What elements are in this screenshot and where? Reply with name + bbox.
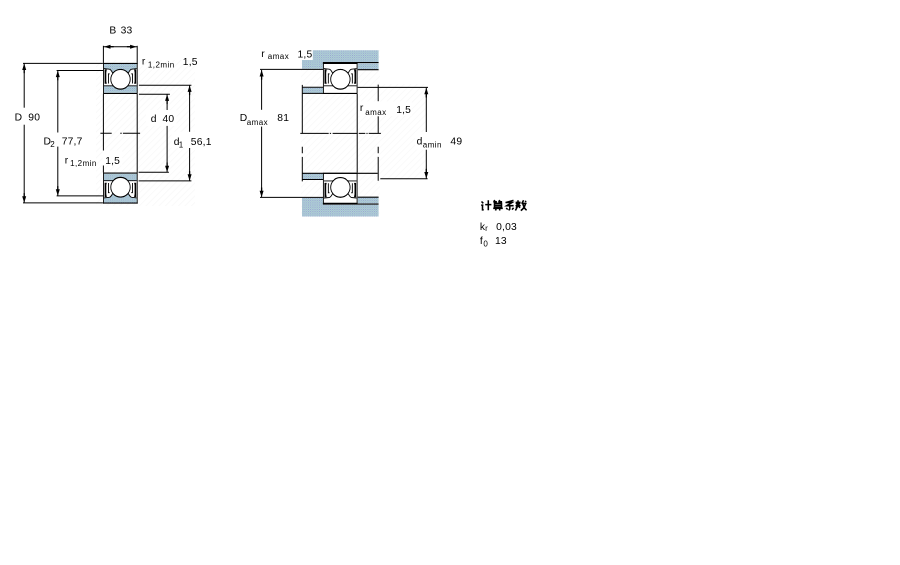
svg-text:k: k (480, 222, 486, 233)
svg-text:r: r (360, 103, 364, 114)
svg-text:D: D (44, 137, 52, 148)
svg-text:1: 1 (179, 140, 184, 149)
svg-text:49: 49 (450, 136, 462, 147)
svg-text:amin: amin (423, 141, 442, 150)
svg-text:1,5: 1,5 (396, 105, 411, 116)
svg-text:d: d (174, 137, 180, 148)
svg-text:B: B (109, 25, 116, 36)
svg-text:d: d (151, 114, 157, 125)
svg-text:1,2min: 1,2min (70, 159, 97, 168)
svg-text:D: D (240, 113, 248, 124)
svg-text:1,5: 1,5 (105, 156, 120, 167)
svg-text:1,2min: 1,2min (148, 60, 175, 69)
svg-text:81: 81 (277, 113, 289, 124)
svg-text:0: 0 (483, 239, 488, 248)
svg-text:amax: amax (247, 118, 268, 127)
svg-text:r: r (142, 56, 146, 67)
svg-text:d: d (417, 136, 423, 147)
svg-text:r: r (485, 224, 488, 233)
svg-text:D: D (15, 112, 23, 123)
svg-text:2: 2 (50, 140, 55, 149)
svg-text:amax: amax (365, 108, 386, 117)
svg-text:40: 40 (163, 114, 175, 125)
svg-text:amax: amax (268, 52, 289, 61)
svg-text:33: 33 (121, 25, 133, 36)
svg-text:56,1: 56,1 (191, 137, 212, 148)
svg-text:r: r (261, 49, 265, 60)
svg-text:13: 13 (495, 236, 507, 247)
svg-text:77,7: 77,7 (62, 137, 83, 148)
svg-text:90: 90 (28, 112, 40, 123)
svg-text:r: r (65, 155, 69, 166)
svg-text:0,03: 0,03 (496, 222, 517, 233)
svg-text:f: f (480, 236, 483, 247)
svg-text:1,5: 1,5 (183, 57, 198, 68)
svg-text:1,5: 1,5 (298, 50, 313, 61)
